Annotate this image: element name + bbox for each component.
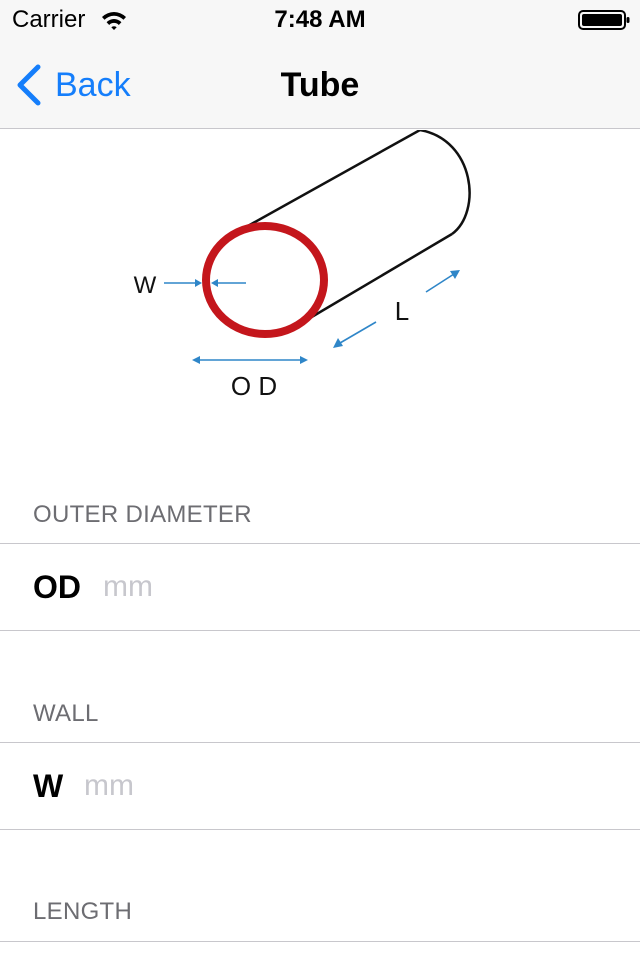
outer-diameter-cell: OD bbox=[0, 543, 640, 631]
outer-diameter-section-header: OUTER DIAMETER bbox=[33, 501, 252, 528]
tube-diagram: W L O D bbox=[134, 130, 471, 401]
length-section-header: LENGTH bbox=[33, 898, 133, 925]
length-cell[interactable] bbox=[0, 941, 640, 960]
wall-field-label: W bbox=[33, 768, 64, 804]
wall-input[interactable] bbox=[84, 765, 504, 807]
wifi-icon bbox=[102, 12, 126, 30]
chevron-left-icon bbox=[17, 64, 41, 106]
status-time: 7:48 AM bbox=[274, 6, 366, 33]
status-bar: Carrier 7:48 AM bbox=[0, 0, 640, 40]
wall-dimension bbox=[164, 279, 246, 287]
battery-icon bbox=[578, 10, 630, 30]
length-label: L bbox=[395, 296, 409, 326]
outer-diameter-field-label: OD bbox=[33, 569, 81, 605]
outer-diameter-label: O D bbox=[231, 371, 277, 401]
length-dimension bbox=[333, 270, 460, 348]
wall-label: W bbox=[134, 272, 157, 299]
back-button[interactable]: Back bbox=[14, 62, 154, 108]
tube-outline bbox=[245, 130, 471, 320]
carrier-name: Carrier bbox=[12, 6, 86, 33]
wall-cell: W bbox=[0, 742, 640, 830]
outer-diameter-dimension bbox=[192, 356, 308, 364]
back-label: Back bbox=[55, 66, 131, 104]
tube-cross-section-ring bbox=[202, 222, 328, 338]
page-title: Tube bbox=[280, 66, 360, 104]
outer-diameter-input[interactable] bbox=[103, 566, 523, 608]
navigation-bar: Back Tube bbox=[0, 40, 640, 129]
wall-section-header: WALL bbox=[33, 700, 99, 727]
